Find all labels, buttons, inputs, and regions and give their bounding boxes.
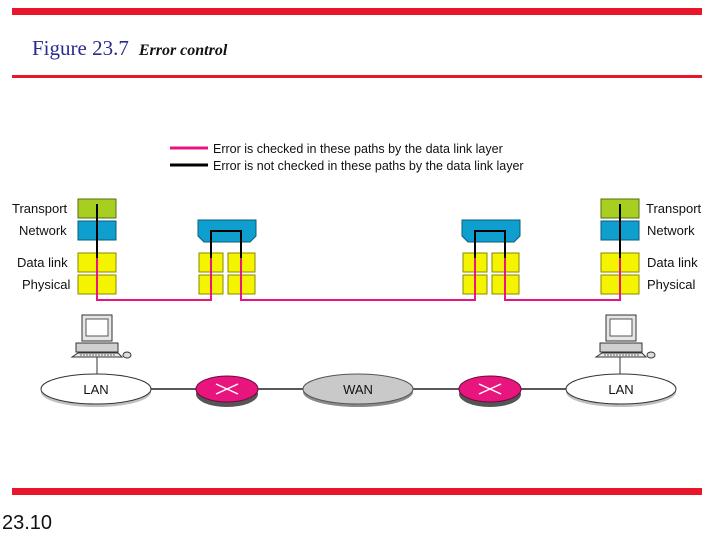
label-network-right: Network	[647, 223, 695, 238]
bottom-bar	[12, 488, 702, 495]
router1-network-path	[210, 230, 242, 260]
label-physical-left: Physical	[22, 277, 71, 292]
left-link-path	[96, 258, 212, 301]
left-computer-icon	[70, 314, 132, 359]
router2-network-path	[474, 230, 506, 260]
label-transport-left: Transport	[12, 201, 68, 216]
wan-cloud	[302, 373, 414, 407]
lan-right-label: LAN	[608, 382, 633, 397]
label-physical-right: Physical	[647, 277, 696, 292]
router1-icon	[195, 375, 259, 407]
middle-link-path	[240, 258, 476, 301]
right-link-path	[504, 258, 621, 301]
lan-left	[40, 373, 152, 407]
label-transport-right: Transport	[646, 201, 702, 216]
router2-icon	[458, 375, 522, 407]
wan-label: WAN	[343, 382, 373, 397]
label-datalink-left: Data link	[17, 255, 68, 270]
slide-number: 23.10	[2, 512, 53, 534]
label-datalink-right: Data link	[647, 255, 698, 270]
figure-caption: Error control	[138, 42, 228, 59]
lan-right	[565, 373, 677, 407]
legend-checked-text: Error is checked in these paths by the d…	[213, 142, 503, 156]
label-network-left: Network	[19, 223, 67, 238]
figure-label: Figure 23.7	[32, 36, 129, 60]
checked-paths	[96, 258, 621, 301]
top-bar	[12, 8, 702, 15]
page-title: Figure 23.7 Error control	[32, 36, 227, 61]
right-computer-icon	[594, 314, 656, 359]
legend-not-checked-text: Error is not checked in these paths by t…	[213, 159, 524, 173]
title-underline	[12, 75, 702, 78]
lan-left-label: LAN	[83, 382, 108, 397]
unchecked-paths	[96, 204, 621, 260]
